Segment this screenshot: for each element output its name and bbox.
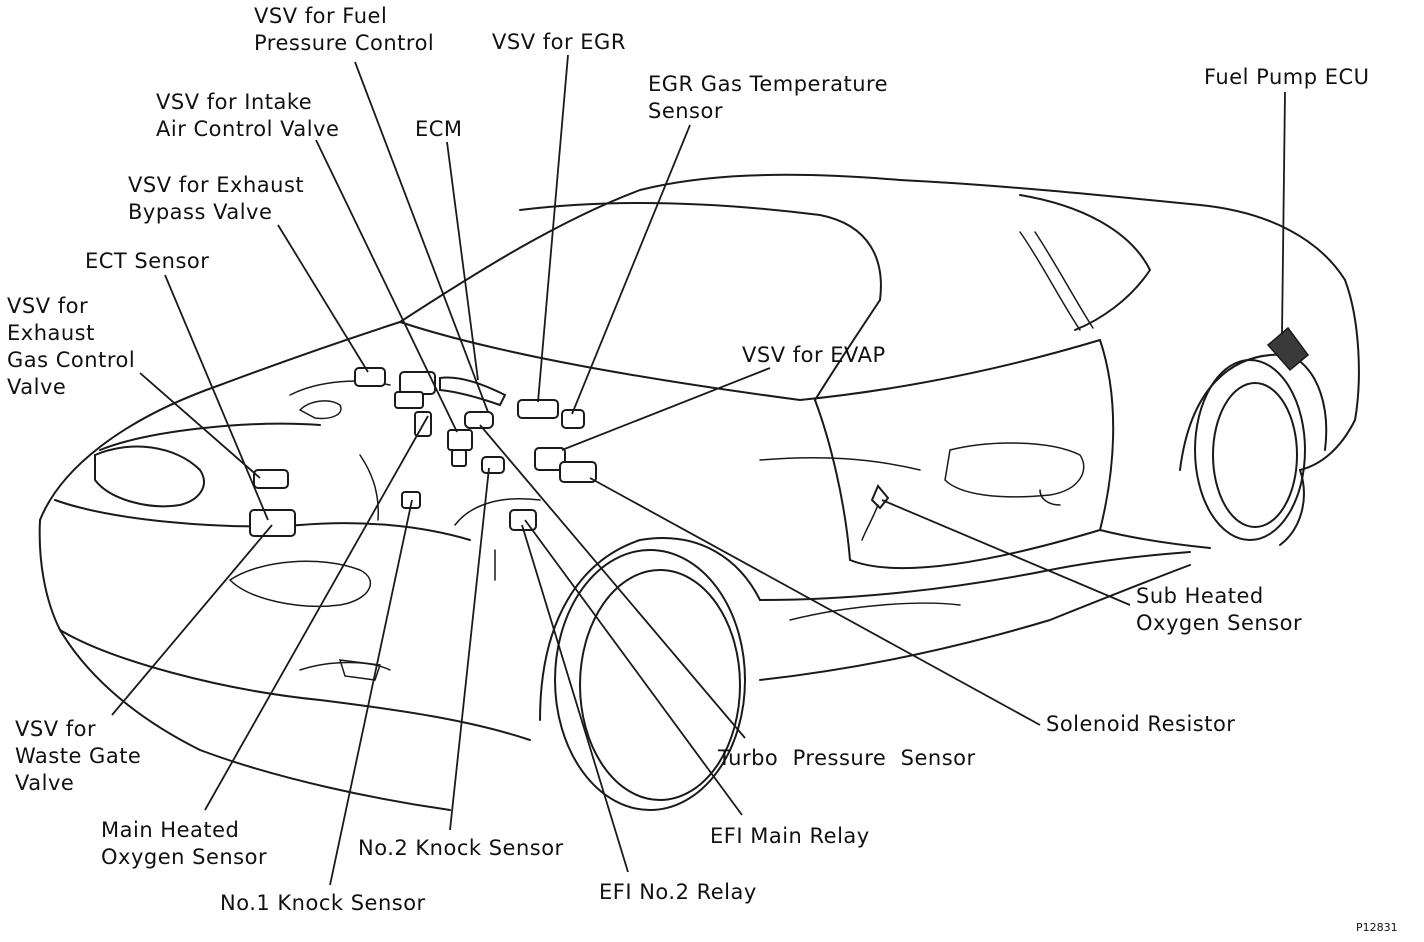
leader-vsv-exhaust-bypass: [277, 224, 369, 373]
label-no2-knock: No.2 Knock Sensor: [358, 836, 564, 860]
leader-fuel-pump-ecu: [1281, 91, 1286, 336]
leader-vsv-waste-gate: [111, 524, 273, 716]
leader-vsv-exhaust-gas: [139, 372, 261, 479]
figure-id: P12831: [1356, 921, 1398, 934]
label-turbo-pressure: Turbo Pressure Sensor: [718, 746, 976, 770]
label-fuel-pump-ecu: Fuel Pump ECU: [1204, 65, 1370, 89]
label-efi-no2-relay: EFI No.2 Relay: [599, 880, 757, 904]
leader-ecm: [446, 141, 479, 381]
leader-no2-knock: [449, 467, 490, 831]
leader-efi-main-relay: [524, 519, 743, 816]
leader-vsv-egr: [537, 54, 569, 403]
leader-vsv-fuel-pressure: [354, 61, 489, 413]
leader-main-heated-o2: [204, 415, 429, 811]
leader-lines: [111, 54, 1286, 886]
leader-sub-heated-o2: [881, 499, 1131, 606]
leader-ect-sensor: [164, 274, 269, 521]
label-vsv-egr: VSV for EGR: [492, 30, 626, 54]
leader-no1-knock: [329, 499, 413, 886]
label-efi-main-relay: EFI Main Relay: [710, 824, 870, 848]
label-ecm: ECM: [415, 117, 463, 141]
label-main-heated-o2: Main Heated Oxygen Sensor: [101, 818, 268, 869]
label-vsv-evap: VSV for EVAP: [742, 343, 886, 367]
leader-turbo-pressure: [479, 424, 746, 739]
label-vsv-intake: VSV for Intake Air Control Valve: [156, 90, 340, 141]
leader-vsv-intake: [315, 139, 458, 433]
leader-egr-gas-temp: [571, 124, 691, 415]
label-sub-heated-o2: Sub Heated Oxygen Sensor: [1136, 584, 1303, 635]
leader-solenoid-resistor: [589, 477, 1041, 726]
leader-efi-no2-relay: [521, 524, 629, 873]
label-ect-sensor: ECT Sensor: [85, 249, 210, 273]
label-vsv-exhaust-gas: VSV for Exhaust Gas Control Valve: [7, 294, 136, 399]
label-egr-gas-temp: EGR Gas Temperature Sensor: [648, 72, 889, 123]
label-solenoid-resistor: Solenoid Resistor: [1046, 712, 1236, 736]
label-no1-knock: No.1 Knock Sensor: [220, 891, 426, 915]
label-vsv-fuel-pressure: VSV for Fuel Pressure Control: [254, 4, 435, 55]
component-symbols: [249, 326, 1310, 541]
label-vsv-exhaust-bypass: VSV for Exhaust Bypass Valve: [128, 173, 305, 224]
car-body-outline: [38, 173, 1360, 811]
label-vsv-waste-gate: VSV for Waste Gate Valve: [15, 717, 142, 795]
leader-vsv-evap: [561, 367, 771, 451]
